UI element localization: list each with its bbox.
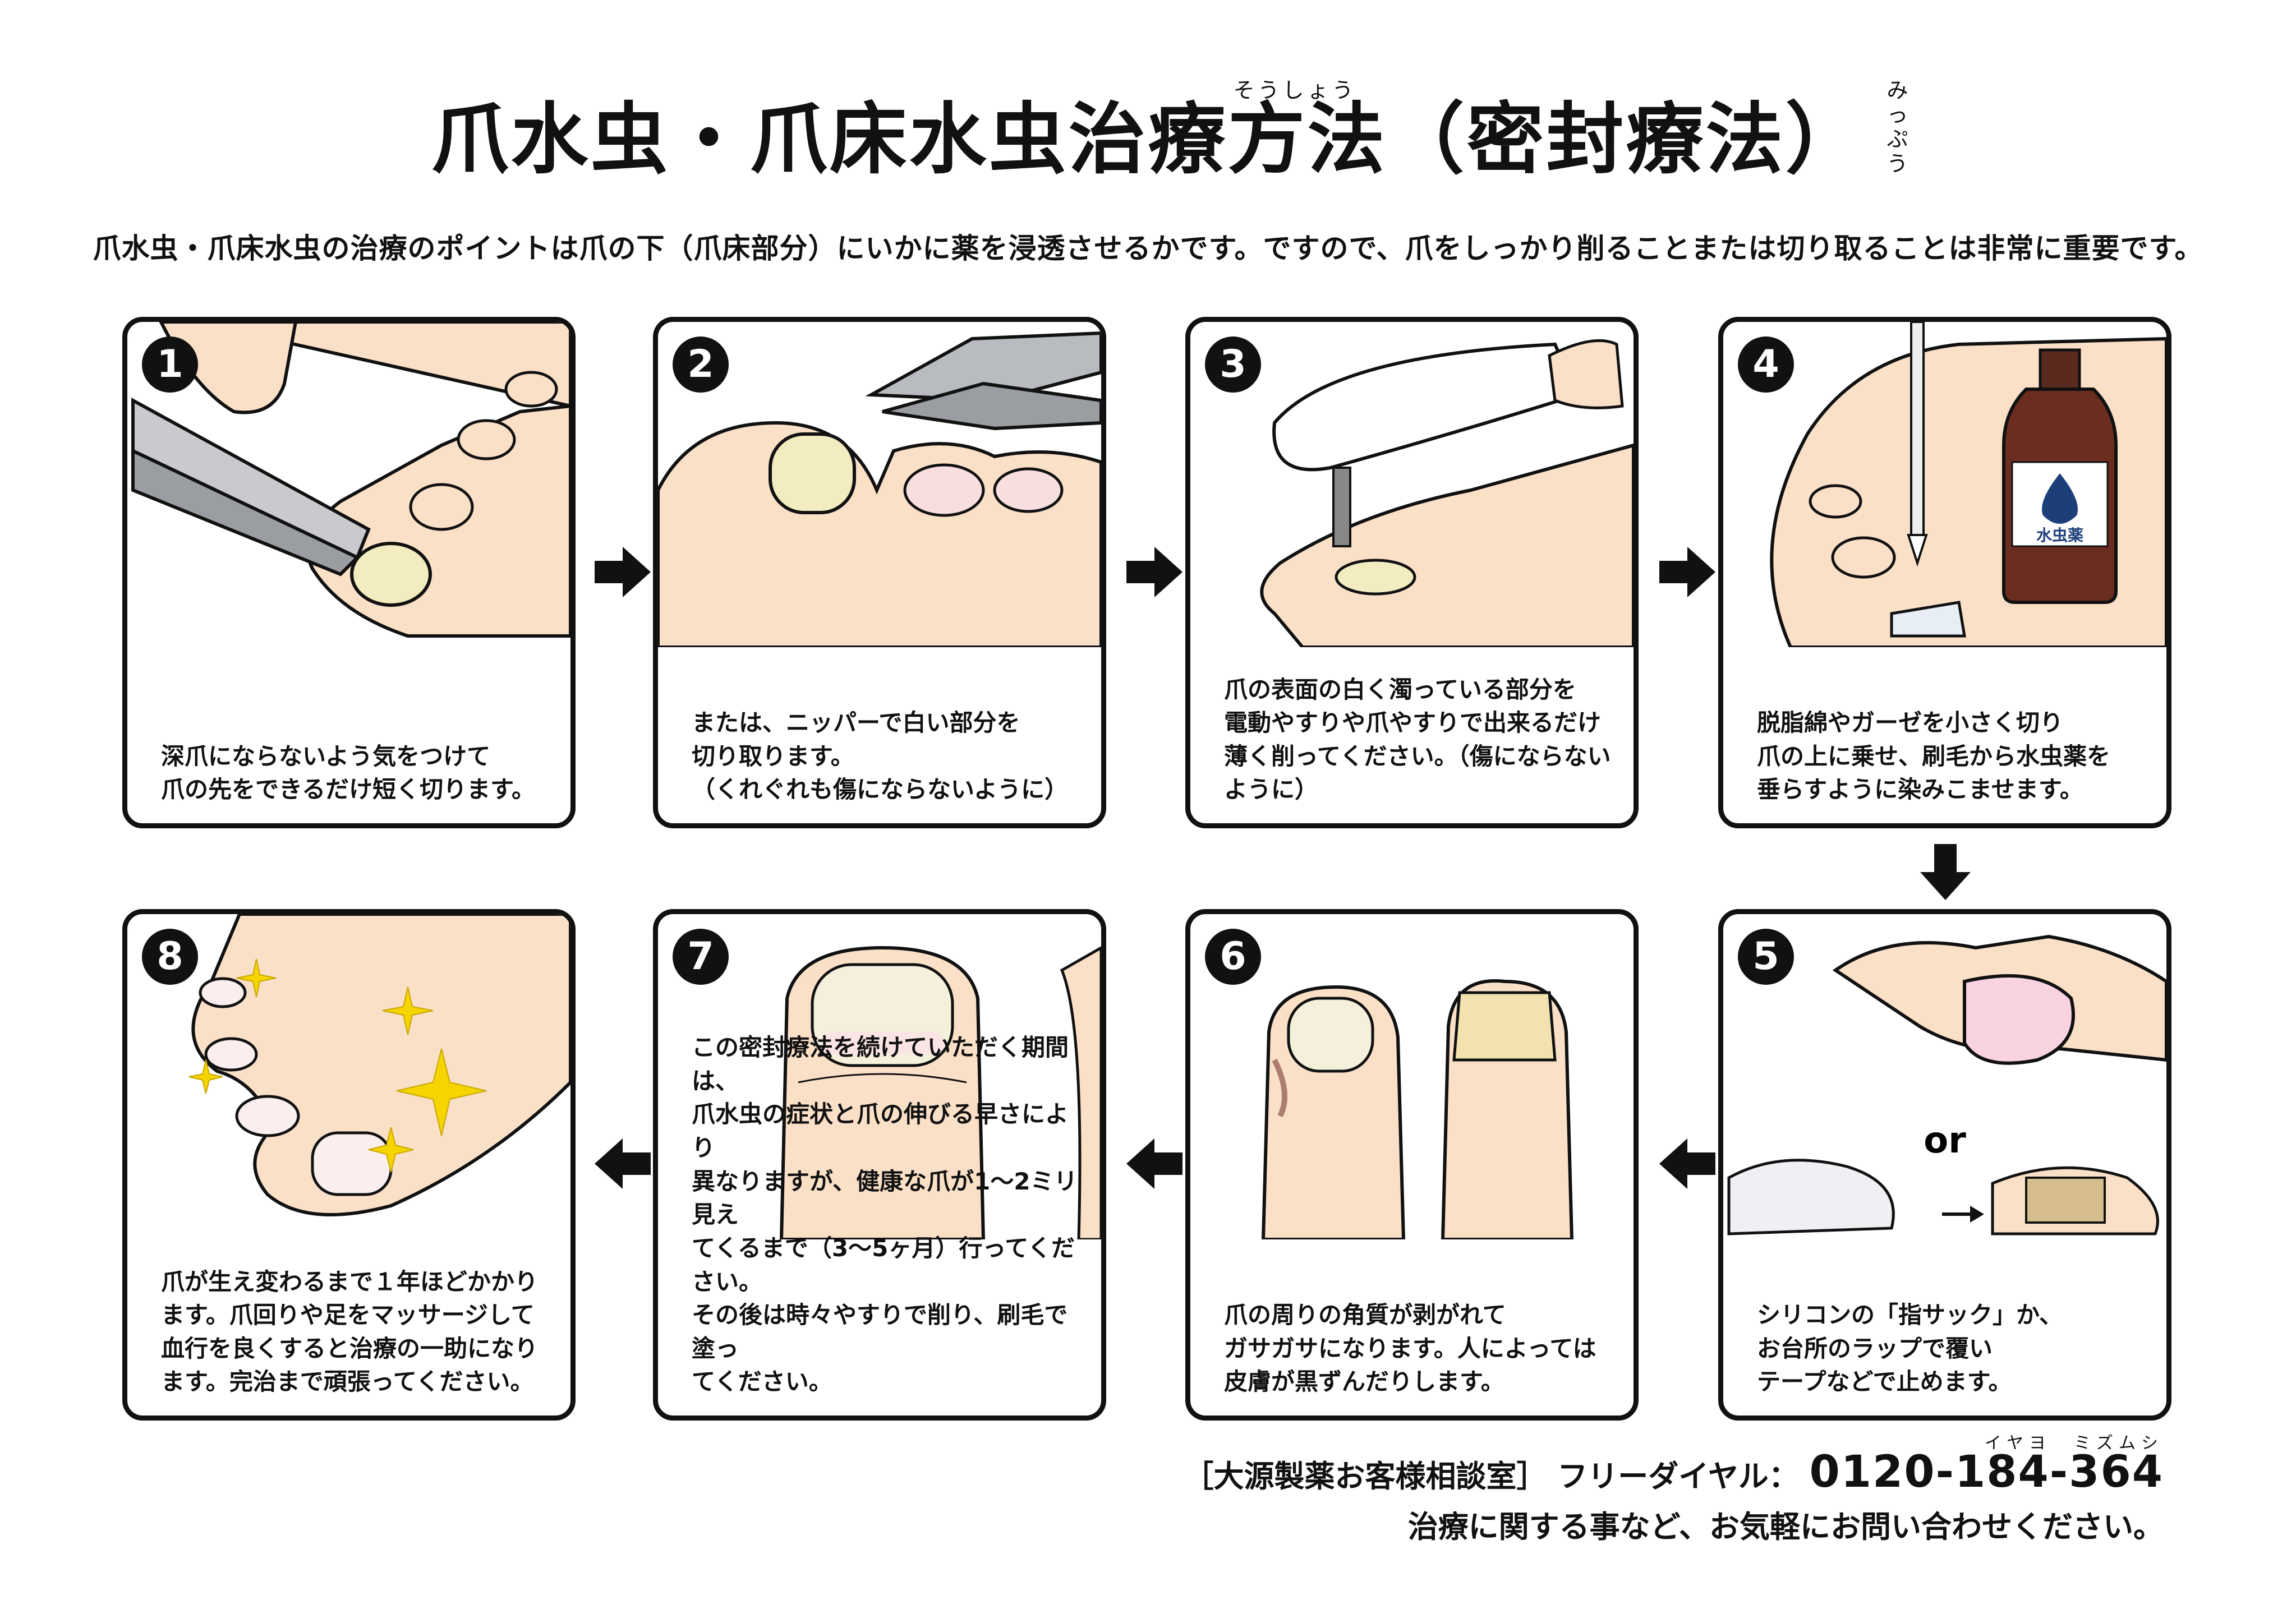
- medicine-application-illustration: 水虫薬: [1770, 322, 2166, 647]
- arrow-left-icon: [595, 1138, 651, 1189]
- title-ruby-mippou: みっぷう: [1887, 78, 1912, 177]
- title-block: そうしょう みっぷう 爪水虫・爪床水虫治療方法（密封療法）: [0, 78, 2296, 185]
- step-number: 4: [1738, 336, 1794, 393]
- nail-clipper-illustration: [131, 322, 570, 638]
- phone-number: 0120-184-364: [1809, 1447, 2164, 1497]
- step-number: 8: [142, 929, 198, 985]
- step-panel-2: 2 または、ニッパーで白い部分を 切り取ります。 （くれぐれも傷にならないように…: [653, 317, 1106, 828]
- step-number: 1: [142, 336, 198, 393]
- step-caption: 爪の表面の白く濁っている部分を 電動やすりや爪やすりで出来るだけ 薄く削ってくだ…: [1224, 675, 1611, 804]
- finger-sack-wrap-illustration: or: [1727, 934, 2166, 1235]
- step-caption: 爪が生え変わるまで１年ほどかかり ます。爪回りや足をマッサージして 血行を良くす…: [161, 1267, 539, 1396]
- step-panel-1: 1 深爪にならないよう気をつけて 爪の先をできるだけ短く切ります。: [122, 317, 576, 828]
- arrow-right-icon: [1126, 547, 1182, 597]
- arrow-right-icon: [595, 547, 651, 597]
- step-panel-4: 4 水虫薬 脱脂綿やガーゼを小さく切り 爪の上に乗せ、刷毛から水虫薬を 垂らすよ…: [1718, 317, 2171, 828]
- arrow-right-icon: [1659, 547, 1715, 597]
- electric-file-illustration: [1260, 339, 1634, 647]
- dial-label: フリーダイヤル：: [1557, 1459, 1799, 1494]
- contact-line: ［大源製薬お客様相談室］ フリーダイヤル： 0120-184-364: [1184, 1447, 2164, 1497]
- contact-note: 治療に関する事など、お気軽にお問い合わせください。: [1407, 1509, 2164, 1544]
- step-caption: 爪の周りの角質が剥がれて ガサガサになります。人によっては 皮膚が黒ずんだりしま…: [1224, 1301, 1596, 1396]
- arrow-left-icon: [1126, 1138, 1182, 1189]
- arrow-left-icon: [1659, 1138, 1715, 1189]
- step-panel-6: 6 爪の周りの角質が剥がれて ガサガサになります。人によっては 皮膚が黒ずんだり…: [1185, 909, 1639, 1421]
- step-number: 5: [1738, 929, 1794, 985]
- step-panel-5: 5 or シリコンの「指サック」か、 お台所のラップで覆い テープなどで止めます…: [1718, 909, 2171, 1421]
- step-caption: 脱脂綿やガーゼを小さく切り 爪の上に乗せ、刷毛から水虫薬を 垂らすように染みこま…: [1757, 709, 2111, 804]
- step-number: 6: [1205, 929, 1261, 985]
- step-caption: または、ニッパーで白い部分を 切り取ります。 （くれぐれも傷にならないように）: [692, 709, 1069, 804]
- intro-text: 爪水虫・爪床水虫の治療のポイントは爪の下（爪床部分）にいかに薬を浸透させるかです…: [93, 232, 2203, 265]
- step-panel-8: 8 爪が生え変わるまで１年ほどかかり ます。爪回りや足をマッサージして 血行を良…: [122, 909, 576, 1421]
- step-number: 7: [673, 929, 729, 985]
- step-caption: この密封療法を続けていただく期間は、 爪水虫の症状と爪の伸びる早さにより 異なり…: [692, 1034, 1078, 1396]
- tel-ruby: イヤヨ ミズムシ: [1984, 1433, 2164, 1453]
- step-caption: 深爪にならないよう気をつけて 爪の先をできるだけ短く切ります。: [161, 742, 535, 804]
- title-ruby-shousho: そうしょう: [1233, 78, 1357, 103]
- nipper-illustration: [658, 331, 1101, 647]
- healed-foot-illustration: [188, 914, 570, 1216]
- step-number: 3: [1205, 336, 1261, 393]
- page-title-text: 爪水虫・爪床水虫治療方法（密封療法）: [431, 94, 1865, 185]
- step-panel-3: 3 爪の表面の白く濁っている部分を 電動やすりや爪やすりで出来るだけ 薄く削って…: [1185, 317, 1639, 828]
- peeling-skin-illustration: [1261, 979, 1574, 1239]
- healthy-nail-growth-illustration: [779, 946, 1101, 1239]
- bottle-label: 水虫薬: [2036, 526, 2083, 545]
- step-number: 2: [673, 336, 729, 393]
- arrow-down-icon: [1920, 844, 1971, 900]
- or-label: or: [1924, 1120, 1966, 1161]
- office-name: ［大源製薬お客様相談室］: [1183, 1459, 1547, 1494]
- page-title: そうしょう みっぷう 爪水虫・爪床水虫治療方法（密封療法）: [431, 78, 1908, 185]
- step-panel-7: 7 この密封療法を続けていただく期間は、 爪水虫の症状と爪の伸びる早さにより 異…: [653, 909, 1106, 1421]
- step-caption: シリコンの「指サック」か、 お台所のラップで覆い テープなどで止めます。: [1757, 1301, 2063, 1396]
